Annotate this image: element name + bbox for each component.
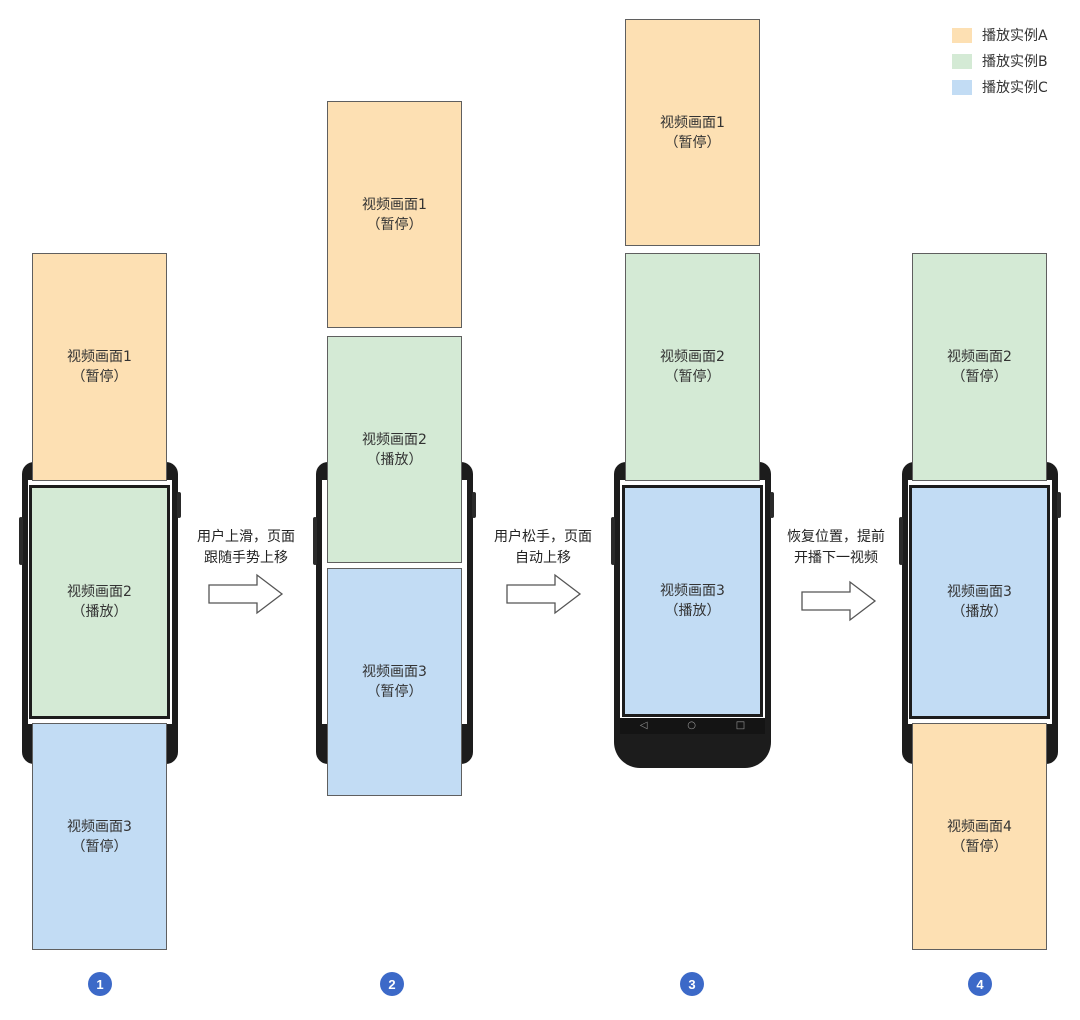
legend-item-c: 播放实例C xyxy=(952,77,1048,97)
video-frame-1: 视频画面1 （暂停） xyxy=(625,19,760,246)
video-frame-state: （播放） xyxy=(951,604,1008,620)
video-frame-title: 视频画面4 xyxy=(947,818,1012,835)
video-frame-1: 视频画面1 （暂停） xyxy=(327,101,462,328)
video-frame-title: 视频画面2 xyxy=(947,349,1012,365)
video-frame-title: 视频画面3 xyxy=(947,584,1012,600)
transition-caption-2: 用户松手，页面 自动上移 xyxy=(478,527,608,569)
phone-side-button xyxy=(899,517,903,565)
transition-arrow-3 xyxy=(801,580,877,622)
phone-side-button xyxy=(177,492,181,518)
legend-label-b: 播放实例B xyxy=(982,54,1048,70)
video-frame-state: （暂停） xyxy=(664,134,721,151)
video-frame-state: （暂停） xyxy=(71,838,128,855)
video-frame-state: （暂停） xyxy=(951,838,1008,855)
video-frame-2: 视频画面2 （播放） xyxy=(29,485,170,719)
transition-caption-3: 恢复位置，提前 开播下一视频 xyxy=(772,527,900,569)
video-frame-2: 视频画面2 （播放） xyxy=(327,336,462,563)
transition-caption-line: 跟随手势上移 xyxy=(204,550,288,566)
video-frame-state: （暂停） xyxy=(366,684,423,700)
video-frame-title: 视频画面1 xyxy=(67,349,132,365)
phone-side-button xyxy=(1057,492,1061,518)
video-frame-state: （暂停） xyxy=(71,369,128,385)
legend-swatch-c xyxy=(952,79,972,95)
video-frame-title: 视频画面2 xyxy=(362,431,427,448)
back-icon[interactable]: ◁ xyxy=(639,720,648,731)
video-frame-title: 视频画面1 xyxy=(362,196,427,213)
video-frame-title: 视频画面3 xyxy=(660,583,725,599)
transition-caption-1: 用户上滑，页面 跟随手势上移 xyxy=(182,527,310,569)
video-frame-1: 视频画面1 （暂停） xyxy=(32,253,167,481)
video-frame-2: 视频画面2 （暂停） xyxy=(912,253,1047,481)
video-frame-3: 视频画面3 （暂停） xyxy=(327,568,462,796)
transition-arrow-1 xyxy=(208,573,284,615)
video-frame-3: 视频画面3 （播放） xyxy=(622,485,763,717)
step-marker-4: 4 xyxy=(968,972,992,996)
video-frame-3: 视频画面3 （暂停） xyxy=(32,723,167,950)
video-frame-2: 视频画面2 （暂停） xyxy=(625,253,760,481)
transition-arrow-2 xyxy=(506,573,582,615)
video-frame-title: 视频画面2 xyxy=(660,349,725,365)
video-frame-state: （播放） xyxy=(366,451,423,468)
video-frame-state: （暂停） xyxy=(951,369,1008,385)
transition-caption-line: 恢复位置，提前 xyxy=(787,529,885,545)
video-frame-state: （播放） xyxy=(71,604,128,620)
legend-label-a: 播放实例A xyxy=(982,28,1048,44)
phone-side-button xyxy=(19,517,23,565)
legend-label-c: 播放实例C xyxy=(982,80,1048,96)
phone-side-button xyxy=(472,492,476,518)
legend-item-a: 播放实例A xyxy=(952,25,1048,45)
legend-swatch-b xyxy=(952,53,972,69)
phone-side-button xyxy=(313,517,317,565)
recent-apps-icon[interactable]: □ xyxy=(735,720,746,731)
video-frame-title: 视频画面1 xyxy=(660,114,725,131)
transition-caption-line: 用户上滑，页面 xyxy=(197,529,295,545)
video-frame-state: （播放） xyxy=(664,603,721,619)
transition-caption-line: 用户松手，页面 xyxy=(494,529,592,545)
video-frame-title: 视频画面3 xyxy=(67,818,132,835)
legend-item-b: 播放实例B xyxy=(952,51,1048,71)
phone-side-button xyxy=(611,517,615,565)
video-frame-state: （暂停） xyxy=(366,216,423,233)
step-marker-1: 1 xyxy=(88,972,112,996)
video-frame-title: 视频画面3 xyxy=(362,664,427,680)
video-frame-3: 视频画面3 （播放） xyxy=(909,485,1050,719)
legend-swatch-a xyxy=(952,27,972,43)
transition-caption-line: 自动上移 xyxy=(515,550,571,566)
transition-caption-line: 开播下一视频 xyxy=(794,550,878,566)
video-frame-4: 视频画面4 （暂停） xyxy=(912,723,1047,950)
phone-side-button xyxy=(770,492,774,518)
step-marker-3: 3 xyxy=(680,972,704,996)
home-icon[interactable]: ○ xyxy=(687,720,696,731)
video-frame-state: （暂停） xyxy=(664,369,721,385)
android-navbar: ◁ ○ □ xyxy=(620,718,765,734)
video-frame-title: 视频画面2 xyxy=(67,584,132,600)
step-marker-2: 2 xyxy=(380,972,404,996)
